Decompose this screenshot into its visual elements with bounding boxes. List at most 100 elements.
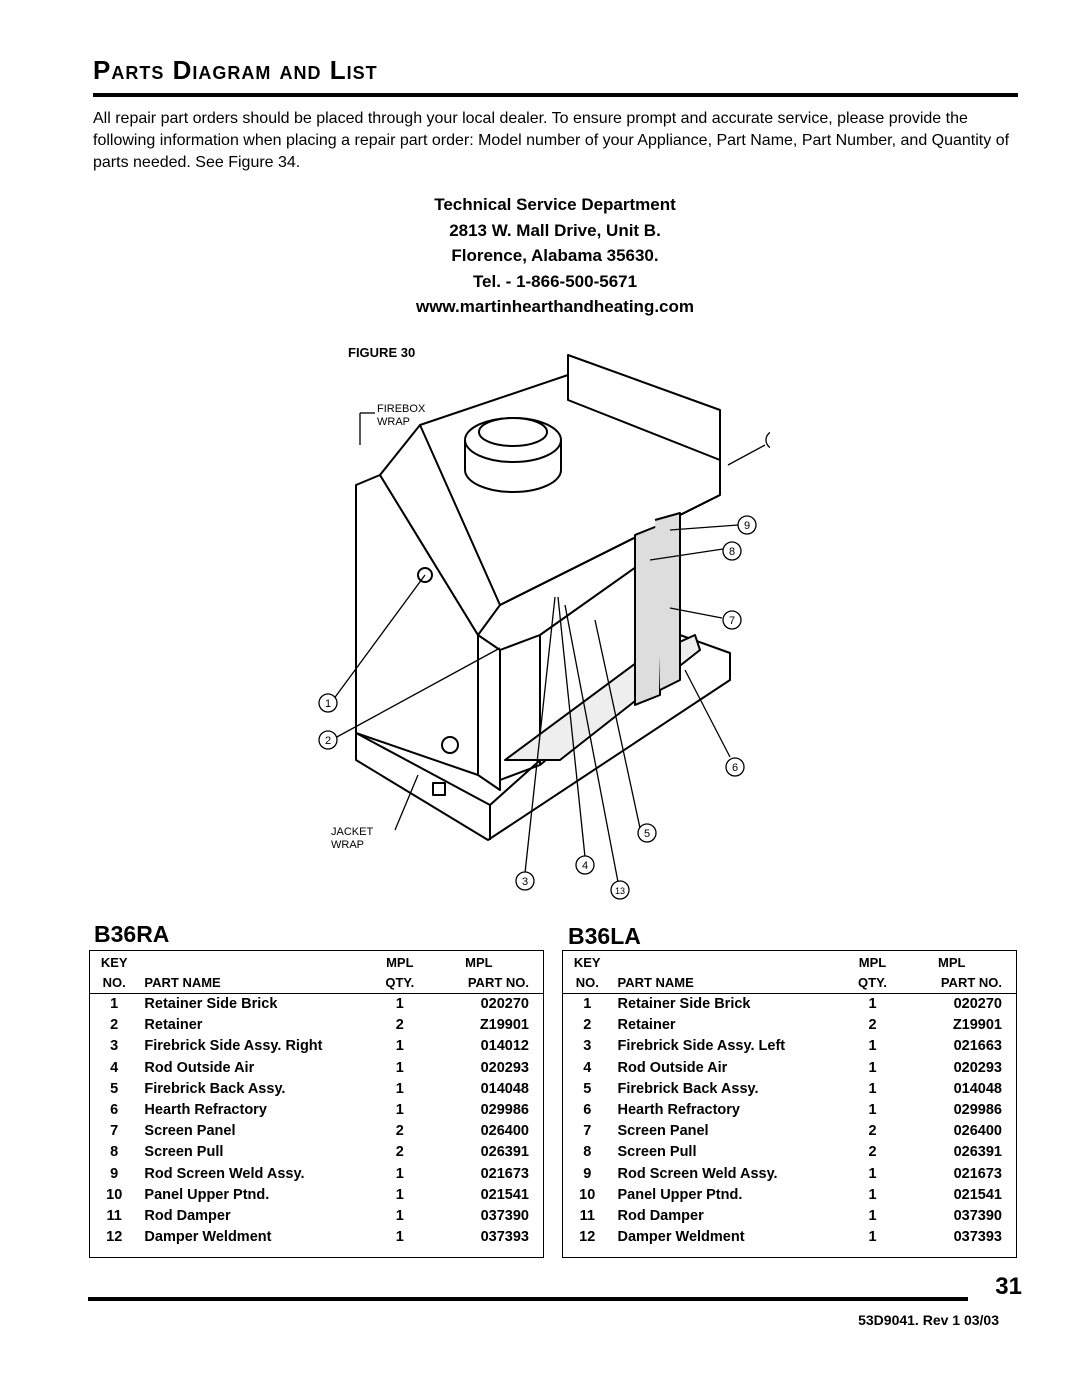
quantity: 2 <box>395 1144 404 1161</box>
contact-street: 2813 W. Mall Drive, Unit B. <box>449 220 661 240</box>
part-number: 021541 <box>480 1186 529 1203</box>
part-number: 037393 <box>480 1229 529 1246</box>
quantity: 1 <box>395 1038 404 1055</box>
part-number: 026400 <box>953 1123 1002 1140</box>
part-name: Rod Outside Air <box>617 1059 728 1076</box>
callout-4 <box>557 596 595 875</box>
key-number: 4 <box>583 1059 592 1076</box>
col-qty: QTY. <box>385 975 415 990</box>
key-number: 2 <box>110 1017 119 1034</box>
quantity: 1 <box>395 1186 404 1203</box>
key-number: 7 <box>110 1123 119 1140</box>
quantity: 1 <box>868 1165 877 1182</box>
figure-label: FIGURE 30 <box>348 345 416 360</box>
callout-10 <box>727 431 770 466</box>
callout-5-label: 5 <box>644 828 650 840</box>
part-name: Firebrick Back Assy. <box>144 1080 286 1097</box>
key-number: 6 <box>583 1102 592 1119</box>
top-box <box>379 354 721 636</box>
callout-7-label: 7 <box>729 615 735 627</box>
key-number: 12 <box>106 1229 123 1246</box>
key-number: 8 <box>583 1144 592 1161</box>
screen-panel <box>634 524 661 706</box>
part-name: Retainer <box>144 1017 203 1034</box>
callout-9-label: 9 <box>744 520 750 532</box>
quantity: 2 <box>868 1144 877 1161</box>
col-part-no: PART NO. <box>467 975 529 990</box>
callout-2-label: 2 <box>325 735 331 747</box>
key-number: 12 <box>579 1229 596 1246</box>
part-name: Screen Pull <box>617 1144 697 1161</box>
front-right-panel <box>477 634 501 791</box>
contact-block: Technical Service Department 2813 W. Mal… <box>300 192 810 320</box>
key-number: 11 <box>579 1208 595 1225</box>
part-number: 037393 <box>953 1229 1002 1246</box>
col-key: KEY <box>573 955 601 970</box>
quantity: 1 <box>395 996 404 1012</box>
part-name: Panel Upper Ptnd. <box>144 1186 270 1203</box>
part-number: 026400 <box>480 1123 529 1140</box>
key-number: 5 <box>110 1080 119 1097</box>
callout-8-label: 8 <box>729 546 735 558</box>
callout-3 <box>515 596 556 891</box>
callout-13 <box>564 604 630 900</box>
part-number: 014012 <box>480 1038 529 1055</box>
part-name: Firebrick Side Assy. Left <box>617 1038 786 1055</box>
key-number: 5 <box>583 1080 592 1097</box>
col-qty: QTY. <box>858 975 887 990</box>
part-name: Hearth Refractory <box>144 1102 267 1119</box>
quantity: 1 <box>395 1229 404 1246</box>
quantity: 1 <box>868 1102 877 1119</box>
quantity: 1 <box>868 1059 877 1076</box>
quantity: 1 <box>395 1059 404 1076</box>
contact-phone: Tel. - 1-866-500-5671 <box>472 271 638 291</box>
part-number: 021663 <box>953 1038 1002 1055</box>
key-number: 8 <box>110 1144 119 1161</box>
model-b36ra-heading: B36RA <box>94 921 170 947</box>
part-number: 014048 <box>953 1080 1002 1097</box>
quantity: 1 <box>868 996 877 1012</box>
part-number: 029986 <box>953 1102 1002 1119</box>
quantity: 1 <box>395 1102 404 1119</box>
title-rule <box>93 93 1018 97</box>
footer-rule <box>88 1297 968 1301</box>
part-name: Retainer Side Brick <box>617 996 751 1012</box>
model-b36la-heading: B36LA <box>568 923 641 949</box>
col-mpl: MPL <box>858 955 887 970</box>
quantity: 1 <box>395 1208 404 1225</box>
part-number: 037390 <box>480 1208 529 1225</box>
key-number: 3 <box>583 1038 592 1055</box>
quantity: 2 <box>868 1017 877 1034</box>
part-number: 029986 <box>480 1102 529 1119</box>
part-name: Firebrick Side Assy. Right <box>144 1038 323 1055</box>
firebox-wrap-label-1: FIREBOX <box>377 403 426 415</box>
callout-4-label: 4 <box>582 860 588 872</box>
col-part-name: PART NAME <box>144 975 221 990</box>
key-number: 2 <box>583 1017 592 1034</box>
part-name: Rod Screen Weld Assy. <box>617 1165 778 1182</box>
part-number: 021673 <box>953 1165 1002 1182</box>
quantity: 1 <box>395 1080 404 1097</box>
parts-table-b36ra-grid: KEY MPL MPL NO. PART NAME QTY. PART NO. … <box>90 953 543 1248</box>
key-number: 4 <box>110 1059 119 1076</box>
quantity: 2 <box>395 1123 404 1140</box>
fireplace-parts-diagram: 1 2 3 4 5 6 7 8 9 10 13 FIREBOX WRAP JAC… <box>318 354 770 900</box>
page-title: Parts Diagram and List <box>93 55 378 85</box>
key-number: 7 <box>583 1123 592 1140</box>
part-name: Panel Upper Ptnd. <box>617 1186 743 1203</box>
